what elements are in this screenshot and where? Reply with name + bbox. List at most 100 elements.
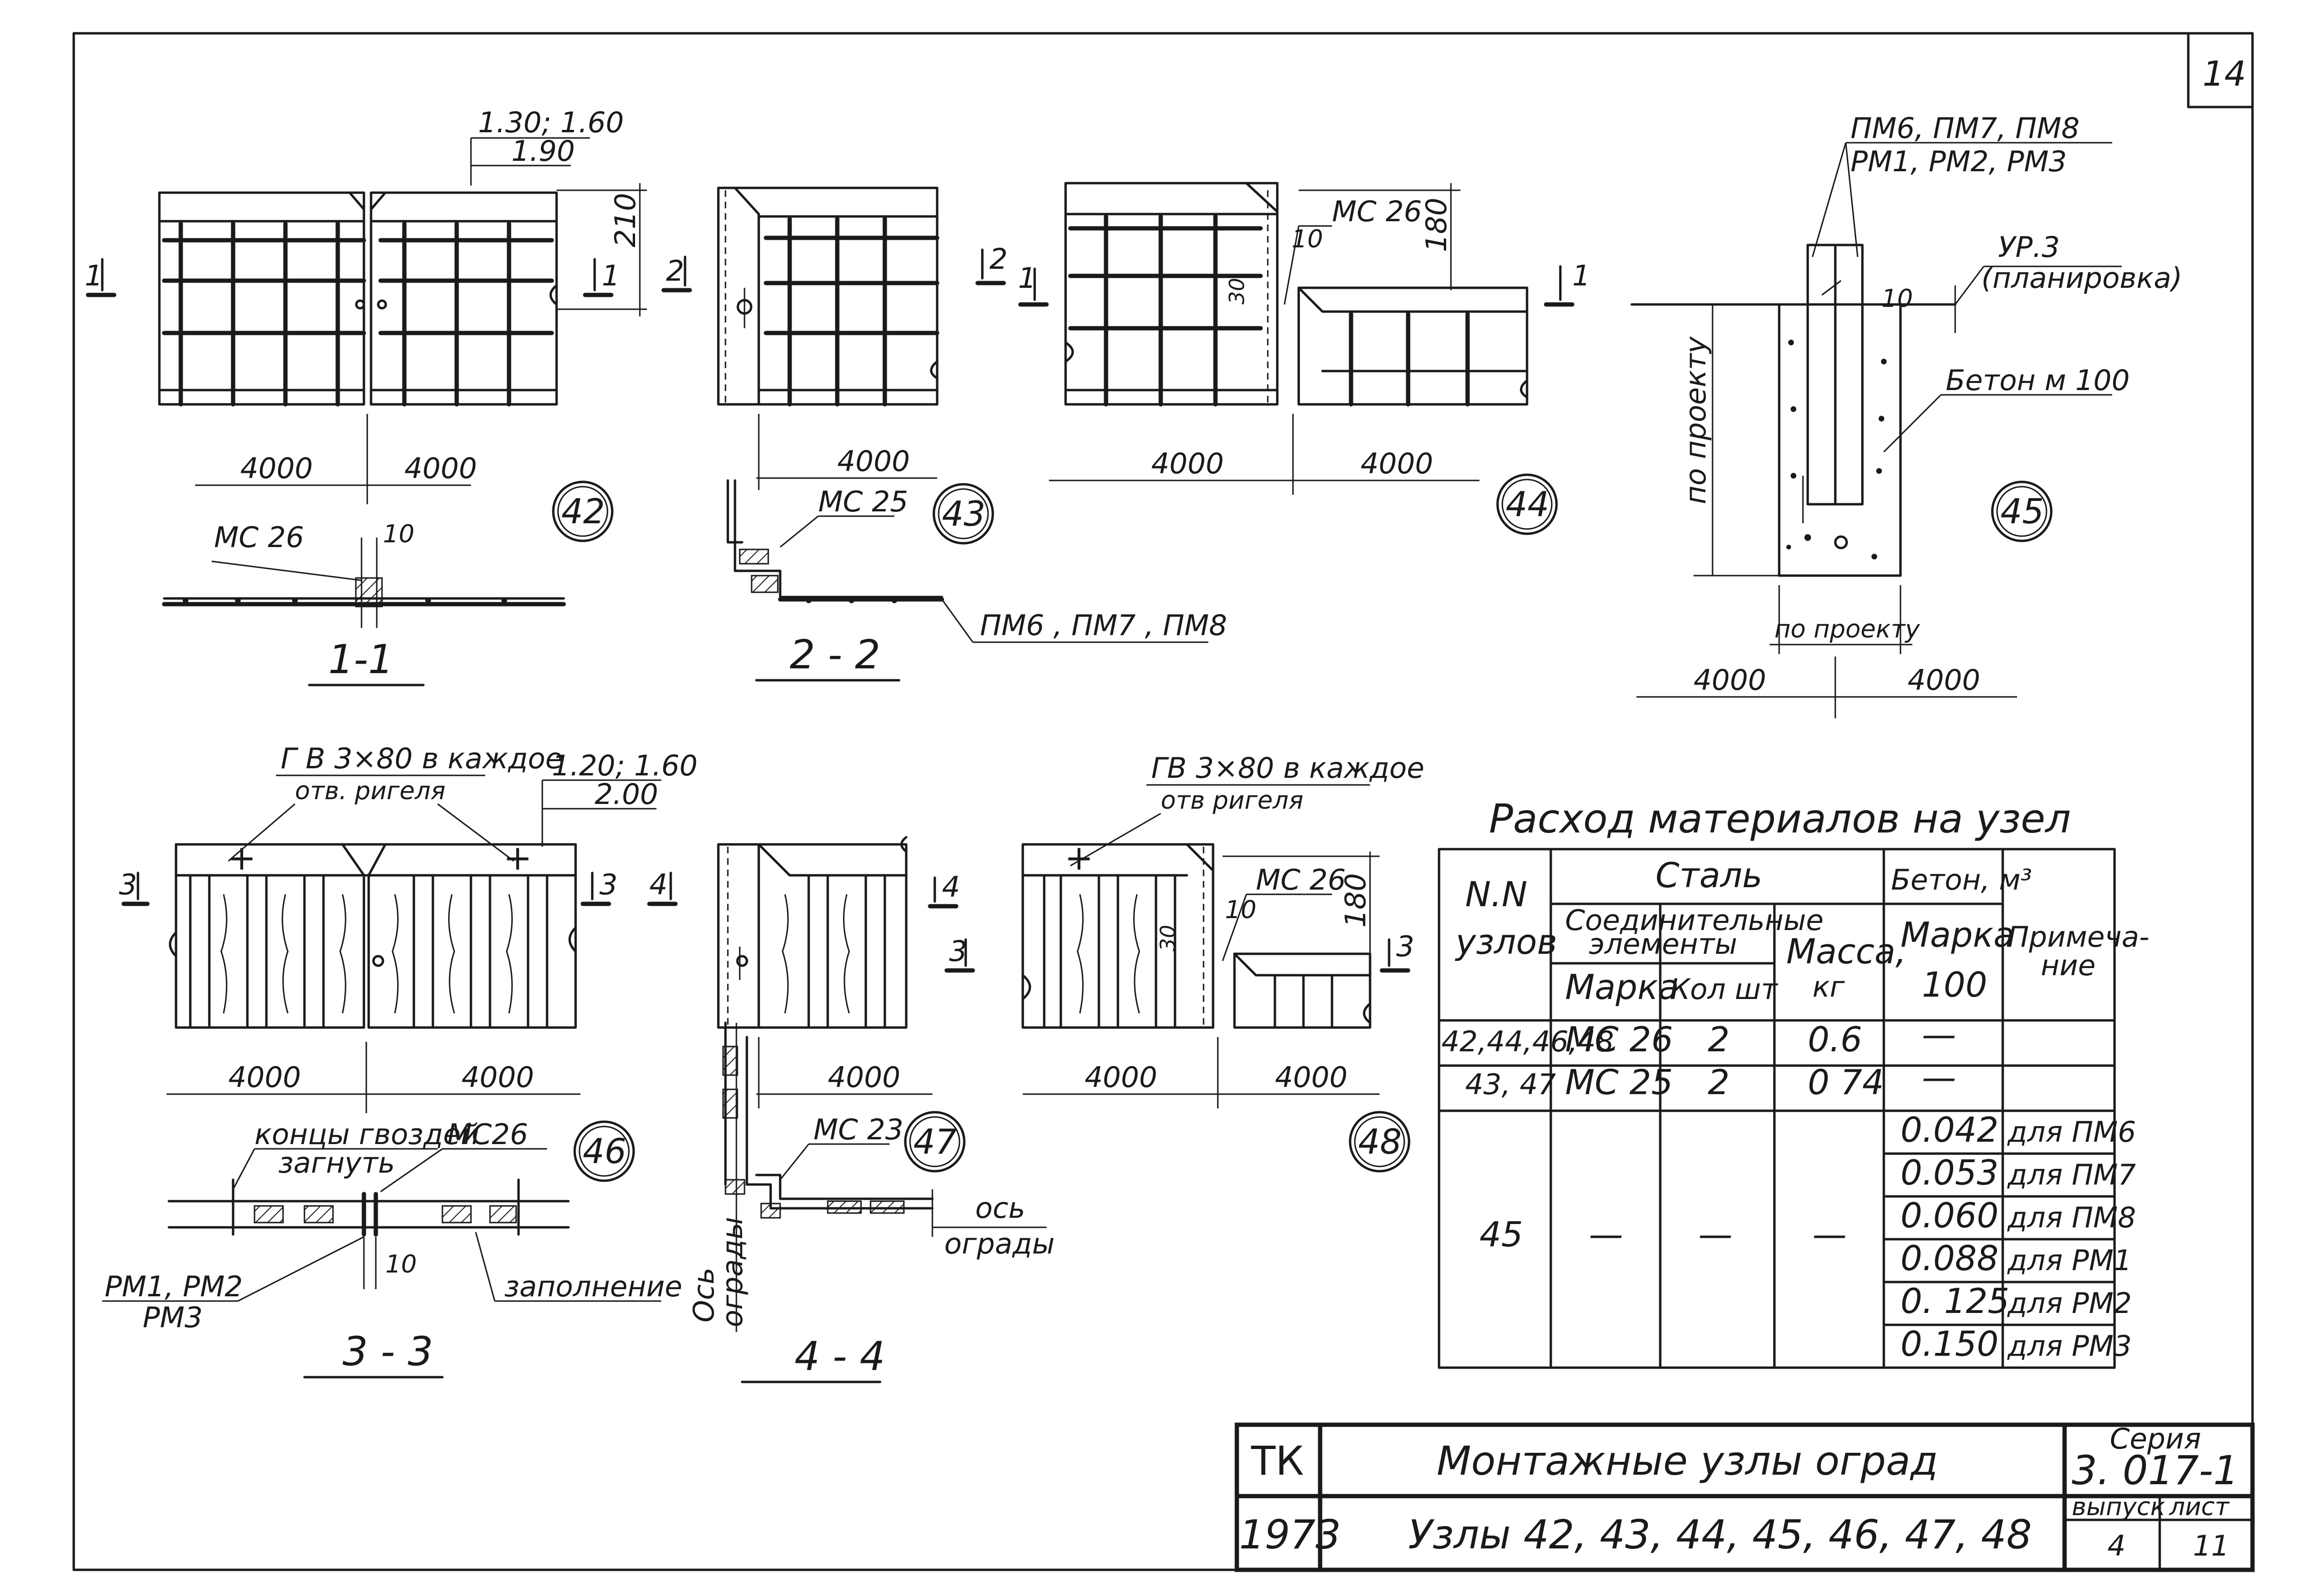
table-cell-concrete: 0.088 [1900, 1238, 1998, 1278]
table-cell-note: для ПМ8 [2007, 1201, 2136, 1234]
materials-table: Расход материалов на узел N.N узлов Стал… [1438, 795, 2149, 1369]
node48-section-num-left: 3 [949, 935, 967, 968]
node46-section-num-left: 3 [119, 868, 137, 901]
node46-gap: 10 [385, 1250, 417, 1279]
node47-axis-v-line2: ограды [716, 1217, 749, 1327]
table-cell-nodes: 43, 47 [1465, 1068, 1556, 1101]
node46-nails-line1: концы гвоздей [255, 1118, 479, 1151]
table-row: 43, 47 МС 25 2 0 74 — [1465, 1057, 1956, 1102]
svg-text:+: + [1065, 838, 1093, 878]
node46-posts-line1: РМ1, РМ2 [105, 1270, 243, 1303]
node42-section-num-left: 1 [85, 259, 103, 293]
table-cell-note: для РМ2 [2007, 1287, 2132, 1320]
table-h-qty: Кол шт [1670, 973, 1779, 1006]
sheet-number-box: 14 [2187, 32, 2254, 108]
table-cell-mark: — [1589, 1214, 1623, 1254]
table-cell-concrete: 0.053 [1900, 1153, 1998, 1193]
node-47: 4 4 4000 47 МС 23 ось ограды Ось ограды … [647, 836, 1055, 1383]
title-main: Монтажные узлы оград [1437, 1438, 1938, 1484]
table-cell-concrete: 0. 125 [1900, 1281, 2009, 1321]
table-h-conn-line2: элементы [1589, 928, 1737, 961]
table-h-mass-line2: кг [1812, 970, 1845, 1004]
node-46: Г В 3×80 в каждое отв. ригеля 1.20; 1.60… [102, 742, 697, 1379]
node-42: 1.30; 1.60 1.90 210 1 1 4000 4000 42 МС … [85, 106, 647, 686]
node46-note-line2: отв. ригеля [295, 777, 445, 805]
node-43: 2 2 4000 43 МС 25 ПМ6 , ПМ7 , ПМ8 2 - 2 [661, 186, 1227, 682]
table-h-nodes-line2: узлов [1455, 922, 1557, 962]
table-h-note-line1: Примеча- [2008, 920, 2149, 954]
table-h-note-line2: ние [2041, 949, 2096, 982]
table-cell-qty: 2 [1708, 1019, 1730, 1059]
table-cell-concrete: 0.150 [1900, 1324, 1998, 1364]
title-sheet: 11 [2193, 1529, 2229, 1563]
node48-note-line2: отв ригеля [1161, 786, 1303, 815]
node48-span-left: 4000 [1085, 1061, 1157, 1094]
node44-span-right: 4000 [1361, 447, 1433, 480]
node46-nails-line2: загнуть [278, 1146, 395, 1180]
node48-part: МС 26 [1256, 863, 1346, 897]
table-cell-mass: — [1812, 1214, 1847, 1254]
title-issue: 4 [2107, 1529, 2125, 1563]
node43-part: МС 25 [818, 485, 908, 519]
table-cell-mark: МС 26 [1565, 1019, 1673, 1059]
title-year: 1973 [1239, 1511, 1341, 1558]
node-44: 30 МС 26 180 10 1 1 4000 4000 44 [1018, 182, 1590, 535]
table-h-concrete: Бетон, м³ [1891, 863, 2032, 897]
node44-part: МС 26 [1332, 195, 1422, 228]
node47-part: МС 23 [813, 1113, 903, 1146]
node48-span-right: 4000 [1275, 1061, 1348, 1094]
table-h-nodes-line1: N.N [1465, 874, 1528, 914]
node47-section-num-left: 4 [649, 868, 667, 901]
table-cell-concrete: — [1922, 1015, 1956, 1055]
table-cell-qty: 2 [1708, 1062, 1730, 1102]
sheet-frame [72, 32, 2254, 1571]
title-series: 3. 017-1 [2072, 1447, 2239, 1494]
table-cell-concrete: — [1922, 1057, 1956, 1097]
table-cell-nodes: 42,44,46,48 [1441, 1025, 1614, 1058]
node42-span-left: 4000 [240, 452, 313, 485]
node45-level-line1: УР.3 [1998, 231, 2060, 264]
node42-span-right: 4000 [404, 452, 477, 485]
table-h-mass-line1: Масса, [1786, 931, 1906, 971]
node46-part: МС26 [447, 1118, 528, 1151]
node42-dims-bottom: 1.90 [511, 135, 575, 168]
node42-gap: 10 [383, 520, 414, 548]
node45-span-left: 4000 [1694, 664, 1766, 697]
table-cell-note: для РМ3 [2007, 1330, 2132, 1363]
table-cell-mark: МС 25 [1565, 1062, 1673, 1102]
node42-section-part: МС 26 [214, 521, 304, 554]
table-cell-nodes: 45 [1479, 1214, 1523, 1254]
node48-section-num-right: 3 [1396, 930, 1414, 963]
node-45: ПМ6, ПМ7, ПМ8 РМ1, РМ2, РМ3 УР.3 (планир… [1630, 112, 2183, 718]
node46-span-right: 4000 [461, 1061, 534, 1094]
node48-gap: 10 [1225, 896, 1256, 924]
node44-section-num-left: 1 [1018, 262, 1036, 295]
node46-dims-bottom: 2.00 [595, 778, 658, 811]
table-cell-note: для ПМ7 [2007, 1158, 2136, 1192]
node43-section-num-right: 2 [989, 243, 1008, 276]
title-subtitle: Узлы 42, 43, 44, 45, 46, 47, 48 [1408, 1511, 2032, 1558]
node47-span: 4000 [828, 1061, 901, 1094]
node47-axis-line2: ограды [944, 1227, 1055, 1261]
table-h-cmark: Марка [1900, 915, 2015, 955]
node46-span-left: 4000 [228, 1061, 301, 1094]
node45-concrete: Бетон м 100 [1946, 364, 2130, 397]
title-sheet-label: лист [2169, 1493, 2230, 1521]
node46-section-title: 3 - 3 [343, 1328, 433, 1375]
node45-label: 45 [2000, 491, 2044, 531]
title-issue-label: выпуск [2072, 1493, 2165, 1521]
title-org: ТК [1251, 1438, 1304, 1484]
node47-axis-line1: ось [975, 1192, 1025, 1225]
node47-section-num-right: 4 [942, 871, 960, 904]
node46-fill: заполнение [504, 1270, 682, 1303]
svg-text:+: + [503, 838, 532, 878]
table-h-conn-line1: Соединительные [1565, 904, 1823, 937]
node48-offset: 30 [1156, 925, 1180, 951]
node47-label: 47 [913, 1122, 957, 1162]
node43-posts: ПМ6 , ПМ7 , ПМ8 [980, 609, 1227, 642]
node46-section-num-right: 3 [599, 868, 617, 901]
node44-section-num-right: 1 [1572, 259, 1590, 293]
table-cell-qty: — [1698, 1214, 1733, 1254]
title-block: ТК 1973 Монтажные узлы оград Узлы 42, 43… [1234, 1422, 2255, 1572]
node44-span-left: 4000 [1151, 447, 1224, 480]
